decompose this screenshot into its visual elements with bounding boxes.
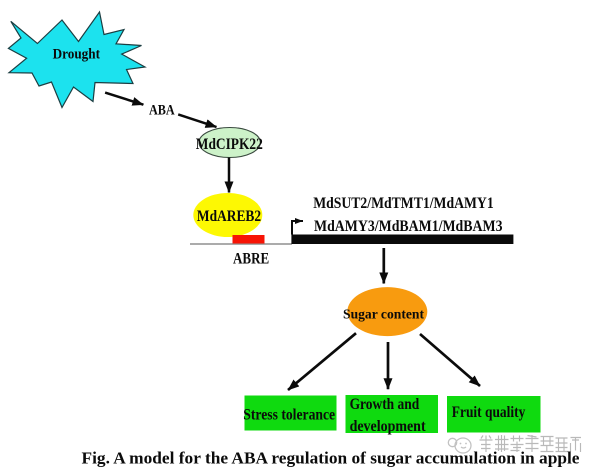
- svg-text:development: development: [350, 416, 426, 435]
- svg-text:ABA: ABA: [149, 103, 175, 119]
- svg-text:MdSUT2/MdTMT1/MdAMY1: MdSUT2/MdTMT1/MdAMY1: [313, 193, 494, 212]
- svg-text:MdCIPK22: MdCIPK22: [196, 136, 263, 153]
- svg-text:MdAMY3/MdBAM1/MdBAM3: MdAMY3/MdBAM1/MdBAM3: [314, 216, 503, 235]
- svg-text:MdAREB2: MdAREB2: [197, 208, 261, 225]
- svg-text:Sugar content: Sugar content: [343, 307, 424, 322]
- svg-text:ABRE: ABRE: [233, 250, 269, 267]
- svg-text:Stress tolerance: Stress tolerance: [243, 405, 335, 424]
- svg-text:Growth and: Growth and: [350, 394, 420, 413]
- svg-text:Fig. A model for the ABA regul: Fig. A model for the ABA regulation of s…: [82, 449, 580, 468]
- svg-text:Drought: Drought: [53, 46, 100, 62]
- svg-text:Fruit quality: Fruit quality: [452, 402, 526, 421]
